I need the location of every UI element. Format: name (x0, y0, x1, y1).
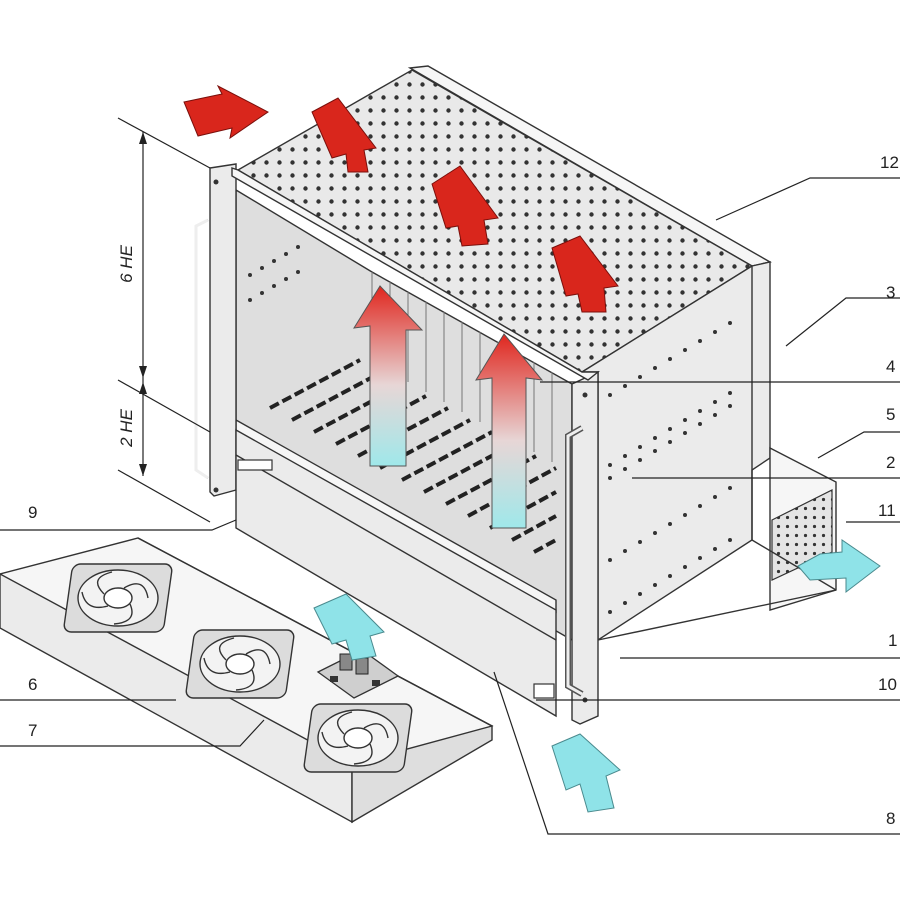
hot-air-arrow-rear (183, 84, 269, 140)
callout-11: 11 (878, 501, 896, 520)
right-front-flange (571, 370, 599, 725)
callout-12: 12 (880, 153, 899, 172)
fan-tray-connector (533, 683, 555, 699)
callout-1: 1 (888, 631, 897, 650)
callout-5: 5 (886, 405, 895, 424)
fan-2 (185, 629, 295, 699)
hot-air-arrow-3 (551, 235, 619, 313)
cool-air-arrow-rear (797, 539, 881, 594)
fan-tray-status-window (237, 459, 273, 471)
callout-9: 9 (28, 503, 37, 522)
fan-control-board (316, 649, 400, 699)
cool-air-arrow-front (551, 733, 621, 813)
callout-numbers: 12 3 4 5 2 11 1 10 8 9 6 7 (28, 153, 899, 828)
dimension-2he: 2 HE (117, 408, 136, 447)
internal-airflow-arrows (353, 285, 544, 529)
callout-6: 6 (28, 675, 37, 694)
dimension-lines (117, 117, 211, 523)
callout-4: 4 (886, 357, 895, 376)
fan-3 (303, 703, 413, 773)
dimension-6he: 6 HE (117, 244, 136, 282)
callout-leaders (0, 177, 900, 835)
callout-8: 8 (886, 809, 895, 828)
callout-3: 3 (886, 283, 895, 302)
top-front-rail (231, 167, 600, 381)
side-panel-perforations (608, 321, 732, 614)
fan-tray (0, 537, 494, 824)
left-front-flange (209, 163, 237, 497)
internal-airflow-arrow-2 (475, 333, 544, 529)
cool-air-arrows (313, 539, 881, 813)
callout-7: 7 (28, 721, 37, 740)
inner-wall-perforations (248, 245, 300, 302)
hot-air-arrow-2 (431, 165, 499, 247)
callout-2: 2 (886, 453, 895, 472)
internal-airflow-arrow-1 (353, 285, 424, 467)
fan-1 (63, 563, 173, 633)
callout-10: 10 (878, 675, 897, 694)
cool-air-arrow-tray (313, 593, 385, 661)
hot-air-arrows (183, 84, 619, 313)
hot-air-arrow-1 (311, 97, 377, 173)
left-handle (195, 219, 209, 479)
